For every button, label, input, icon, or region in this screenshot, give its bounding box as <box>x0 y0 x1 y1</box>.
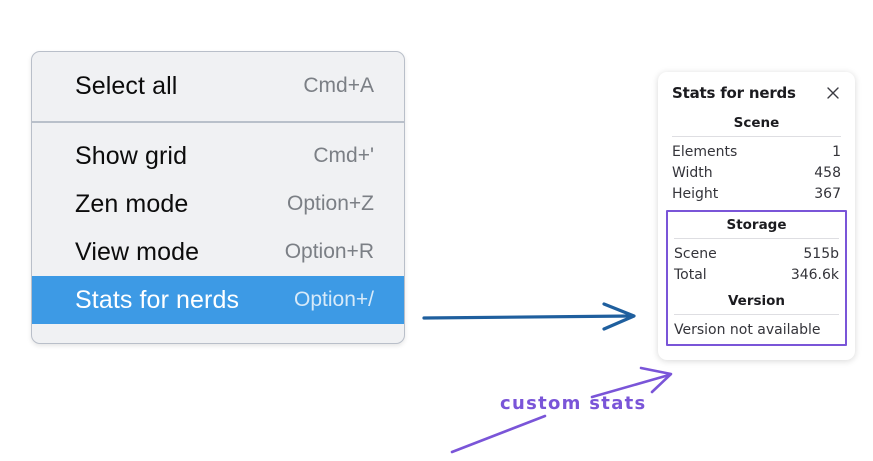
blue-arrow-annotation <box>422 302 636 331</box>
stats-row-elements: Elements 1 <box>672 141 841 162</box>
menu-item-shortcut: Option+Z <box>287 192 374 215</box>
stats-row-key: Scene <box>674 245 717 262</box>
menu-item-shortcut: Cmd+A <box>303 74 374 97</box>
menu-item-label: Stats for nerds <box>75 285 240 314</box>
menu-item-stats-for-nerds[interactable]: Stats for nerds Option+/ <box>32 276 404 324</box>
stats-row-key: Height <box>672 185 719 202</box>
stats-row-storage-total: Total 346.6k <box>674 264 839 285</box>
menu-item-label: Select all <box>75 71 178 100</box>
stats-for-nerds-panel: Stats for nerds Scene Elements 1 Width 4… <box>658 72 855 360</box>
scene-section-divider <box>672 136 841 137</box>
custom-stats-highlight-box: Storage Scene 515b Total 346.6k Version … <box>666 210 847 346</box>
menu-item-label: Show grid <box>75 141 188 170</box>
stats-row-value: 346.6k <box>790 266 839 283</box>
menu-group-1: Select all Cmd+A <box>32 52 404 123</box>
custom-stats-annotation-label: custom stats <box>500 393 647 414</box>
menu-item-view-mode[interactable]: View mode Option+R <box>32 228 404 276</box>
stats-row-height: Height 367 <box>672 183 841 204</box>
menu-group-2: Show grid Cmd+' Zen mode Option+Z View m… <box>32 123 404 343</box>
menu-item-label: View mode <box>75 237 200 266</box>
menu-item-show-grid[interactable]: Show grid Cmd+' <box>32 132 404 180</box>
stats-panel-title: Stats for nerds <box>672 84 796 102</box>
menu-item-shortcut: Option+R <box>284 240 374 263</box>
stats-panel-header: Stats for nerds <box>672 84 841 102</box>
stats-row-value: 458 <box>814 164 841 181</box>
stats-row-value: 1 <box>832 143 841 160</box>
menu-item-label: Zen mode <box>75 189 189 218</box>
purple-underline-annotation <box>450 414 547 454</box>
close-icon[interactable] <box>825 85 841 101</box>
context-menu: Select all Cmd+A Show grid Cmd+' Zen mod… <box>31 51 405 344</box>
stats-row-key: Width <box>672 164 713 181</box>
stats-row-value: 367 <box>814 185 841 202</box>
stats-row-storage-scene: Scene 515b <box>674 243 839 264</box>
menu-item-zen-mode[interactable]: Zen mode Option+Z <box>32 180 404 228</box>
menu-item-shortcut: Option+/ <box>294 288 374 311</box>
version-value: Version not available <box>674 322 821 338</box>
menu-footer-space <box>32 324 404 343</box>
stats-row-key: Total <box>674 266 707 283</box>
scene-section-heading: Scene <box>733 115 780 131</box>
menu-item-select-all[interactable]: Select all Cmd+A <box>32 62 404 110</box>
stats-row-key: Elements <box>672 143 738 160</box>
menu-item-shortcut: Cmd+' <box>313 144 374 167</box>
version-section-heading: Version <box>727 293 786 309</box>
storage-section-divider <box>674 238 839 239</box>
stats-row-value: 515b <box>803 245 839 262</box>
storage-section-heading: Storage <box>726 217 787 233</box>
version-section-divider <box>674 314 839 315</box>
stats-row-width: Width 458 <box>672 162 841 183</box>
